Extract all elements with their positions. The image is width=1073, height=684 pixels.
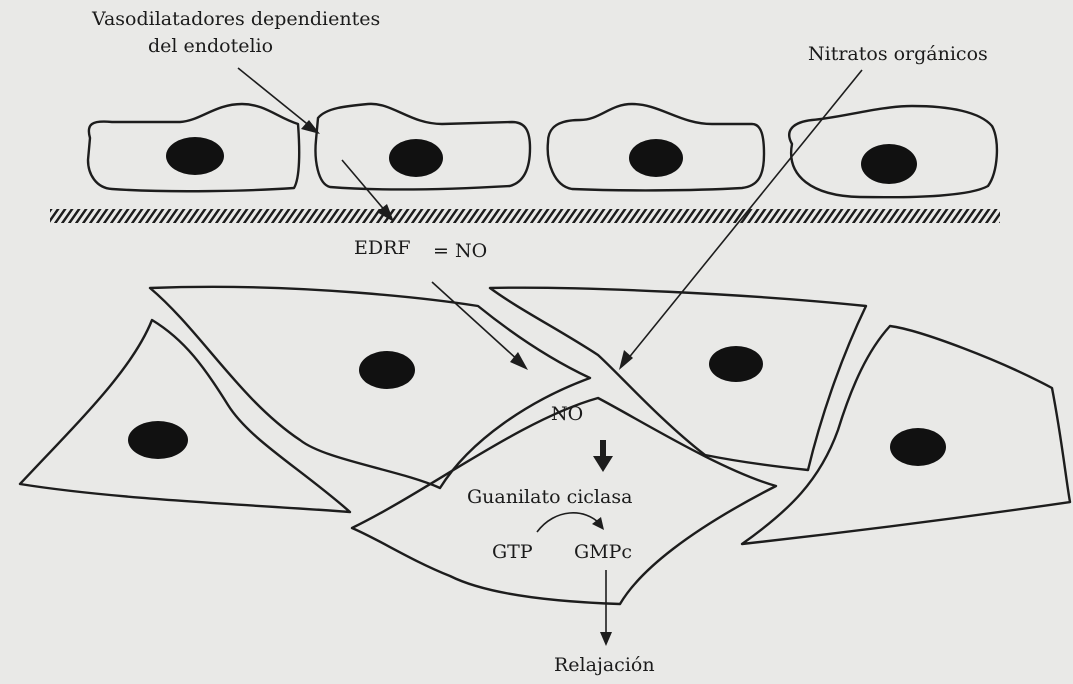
muscle-cell-left <box>20 320 350 512</box>
smooth-muscle-layer <box>20 287 1070 604</box>
arrow-edrf-to-muscle <box>432 282 520 362</box>
endothelial-nucleus-2 <box>389 139 443 177</box>
basal-lamina <box>50 209 1000 223</box>
gmpc-label: GMPc <box>574 543 632 562</box>
relajacion-label: Relajación <box>554 656 655 675</box>
arrow-gtp-to-gmpc <box>537 513 600 532</box>
vasodilatadores-label-line2: del endotelio <box>148 37 273 56</box>
gtp-label: GTP <box>492 543 533 562</box>
nitratos-label: Nitratos orgánicos <box>808 45 988 64</box>
guanilato-ciclasa-label: Guanilato ciclasa <box>467 488 632 507</box>
no-label: NO <box>551 405 583 424</box>
muscle-nucleus-upper-left <box>359 351 415 389</box>
vasodilatadores-label-line1: Vasodilatadores dependientes <box>92 10 380 29</box>
endothelial-layer <box>88 104 997 197</box>
equals-no-label: = NO <box>433 242 487 261</box>
muscle-nucleus-left <box>128 421 188 459</box>
arrow-to-edrf <box>342 160 387 213</box>
endothelial-nucleus-1 <box>166 137 224 175</box>
arrow-vasodilatadores <box>238 68 311 127</box>
muscle-nucleus-right <box>890 428 946 466</box>
muscle-nucleus-upper-right <box>709 346 763 382</box>
edrf-label: EDRF <box>354 239 411 258</box>
endothelial-nucleus-4 <box>861 144 917 184</box>
arrow-no-to-guanilato <box>593 440 613 472</box>
endothelial-nucleus-3 <box>629 139 683 177</box>
